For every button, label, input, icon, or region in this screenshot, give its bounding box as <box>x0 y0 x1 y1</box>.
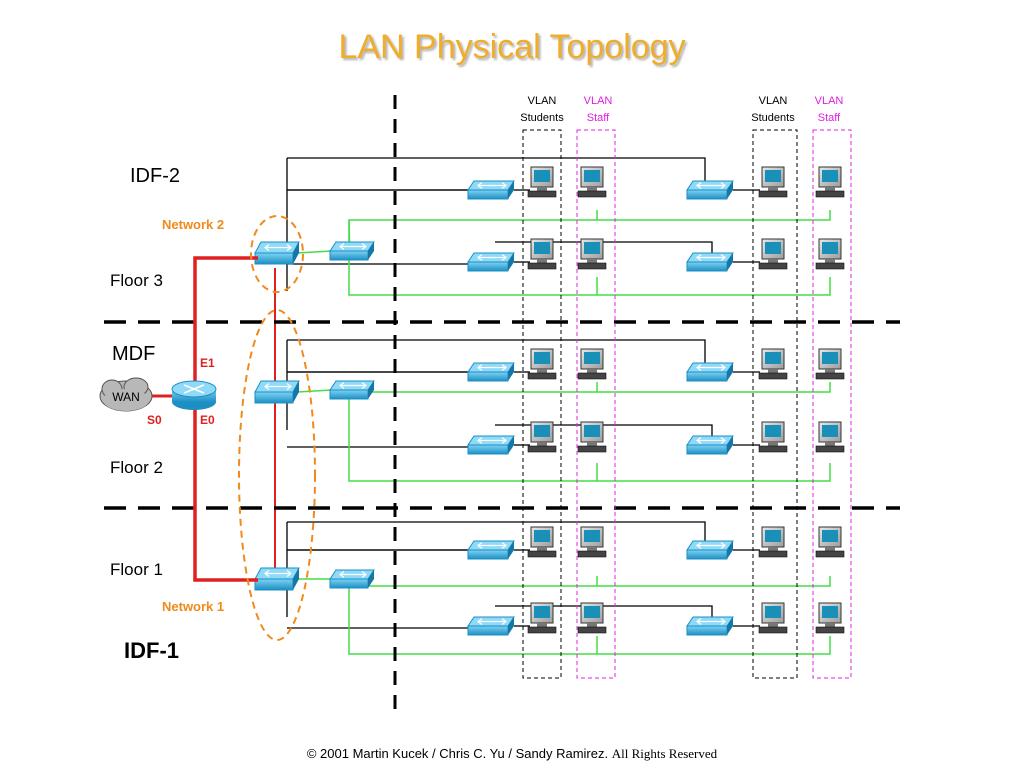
red-link-e1 <box>193 256 258 385</box>
floor3-label: Floor 3 <box>110 271 163 290</box>
floor1-label: Floor 1 <box>110 560 163 579</box>
pc-staff-right-floor1-0 <box>815 526 845 558</box>
wan-label: WAN <box>112 390 140 404</box>
vlan-header-students-left-line2: Students <box>520 112 564 124</box>
distribution-switch-floor3 <box>254 241 300 265</box>
link-row-b-right-floor2 <box>495 424 713 437</box>
router-icon <box>171 380 217 410</box>
pc-student-right-floor2-1 <box>758 421 788 453</box>
pc-student-left-floor2-0 <box>527 348 557 380</box>
mdf-label: MDF <box>112 343 155 365</box>
student-switch-right-b-floor2 <box>686 435 734 455</box>
green-staff-row-a-floor1 <box>347 576 831 588</box>
pc-staff-right-floor3-0 <box>815 166 845 198</box>
green-staff-row-b-floor2 <box>348 392 831 482</box>
pc-staff-right-floor3-1 <box>815 238 845 270</box>
access-switch-floor2 <box>329 380 375 400</box>
vlan-box-students-right <box>752 129 798 679</box>
student-switch-left-b-floor3 <box>467 252 515 272</box>
access-switch-floor1 <box>329 569 375 589</box>
vlan-header-staff-left-line1: VLAN <box>584 95 613 107</box>
student-switch-right-a-floor3 <box>686 180 734 200</box>
pc-staff-left-floor2-0 <box>577 348 607 380</box>
copyright-text: © 2001 Martin Kucek / Chris C. Yu / Sand… <box>306 746 609 761</box>
student-switch-left-a-floor3 <box>467 180 515 200</box>
student-switch-left-b-floor2 <box>467 435 515 455</box>
student-switch-left-b-floor1 <box>467 616 515 636</box>
network1-label: Network 1 <box>162 599 224 614</box>
pc-student-left-floor2-1 <box>527 421 557 453</box>
pc-staff-left-floor1-1 <box>577 602 607 634</box>
vlan-box-staff-left <box>576 129 616 679</box>
pc-student-right-floor3-1 <box>758 238 788 270</box>
network1-ellipse <box>238 309 316 641</box>
pc-staff-right-floor1-1 <box>815 602 845 634</box>
access-switch-floor3 <box>329 241 375 261</box>
pc-student-left-floor3-0 <box>527 166 557 198</box>
pc-staff-right-floor2-1 <box>815 421 845 453</box>
network2-ellipse <box>250 215 304 293</box>
pc-student-left-floor1-1 <box>527 602 557 634</box>
vlan-header-students-right-line1: VLAN <box>759 95 788 107</box>
distribution-switch-floor2 <box>254 380 300 404</box>
student-switch-right-a-floor1 <box>686 540 734 560</box>
student-switch-right-b-floor3 <box>686 252 734 272</box>
pc-student-right-floor1-0 <box>758 526 788 558</box>
student-switch-right-b-floor1 <box>686 616 734 636</box>
wan-cloud <box>99 377 153 412</box>
vlan-header-students-left-line1: VLAN <box>528 95 557 107</box>
pc-student-left-floor1-0 <box>527 526 557 558</box>
pc-student-right-floor3-0 <box>758 166 788 198</box>
trunk-top-floor1 <box>287 521 706 542</box>
e0-label: E0 <box>200 413 215 427</box>
vlan-box-staff-right <box>812 129 852 679</box>
trunk-top-floor3 <box>287 157 706 182</box>
link-row-b-right-floor1 <box>495 605 713 618</box>
pc-student-left-floor3-1 <box>527 238 557 270</box>
pc-staff-left-floor2-1 <box>577 421 607 453</box>
vlan-box-students-left <box>522 129 562 679</box>
green-dist-access-floor2 <box>296 389 333 393</box>
trunk-top-floor2 <box>287 339 706 364</box>
pc-staff-left-floor3-1 <box>577 238 607 270</box>
student-switch-left-a-floor2 <box>467 362 515 382</box>
vlan-header-staff-left-line2: Staff <box>587 112 610 124</box>
copyright-footer: © 2001 Martin Kucek / Chris C. Yu / Sand… <box>0 746 1024 762</box>
pc-student-right-floor1-1 <box>758 602 788 634</box>
floor2-label: Floor 2 <box>110 458 163 477</box>
pc-staff-left-floor3-0 <box>577 166 607 198</box>
pc-staff-right-floor2-0 <box>815 348 845 380</box>
s0-label: S0 <box>147 413 162 427</box>
pc-staff-left-floor1-0 <box>577 526 607 558</box>
red-link-e0 <box>193 405 258 582</box>
e1-label: E1 <box>200 356 215 370</box>
links-layer <box>274 157 831 655</box>
student-switch-right-a-floor2 <box>686 362 734 382</box>
idf2-label: IDF-2 <box>130 165 180 187</box>
vlan-header-staff-right-line1: VLAN <box>815 95 844 107</box>
vlan-header-students-right-line2: Students <box>751 112 795 124</box>
vlan-header-staff-right-line2: Staff <box>818 112 841 124</box>
green-staff-row-a-floor2 <box>348 382 831 399</box>
rights-reserved-text: All Rights Reserved <box>611 746 718 761</box>
pc-student-right-floor2-0 <box>758 348 788 380</box>
idf1-label: IDF-1 <box>124 638 179 663</box>
devices-layer <box>254 166 845 636</box>
green-dist-access-floor3 <box>296 250 333 254</box>
network2-label: Network 2 <box>162 217 224 232</box>
distribution-switch-floor1 <box>254 567 300 591</box>
page-title: LAN Physical Topology <box>338 28 686 66</box>
link-row-b-right-floor3 <box>495 241 713 254</box>
green-staff-row-b-floor1 <box>348 586 831 655</box>
student-switch-left-a-floor1 <box>467 540 515 560</box>
